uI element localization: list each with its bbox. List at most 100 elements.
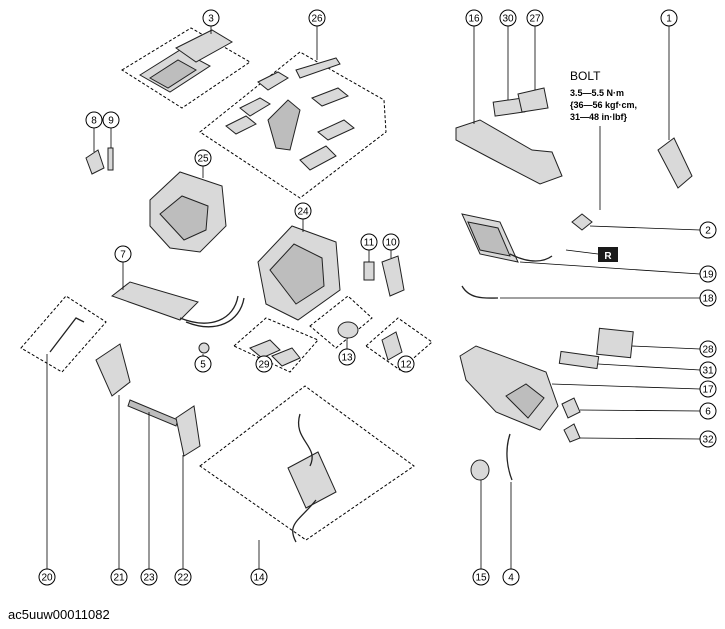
part-31 [558,350,600,370]
leader-lines [46,26,701,569]
callout-27: 27 [526,9,544,27]
callout-circle [360,233,378,251]
part-29a [249,339,281,359]
callout-number: 22 [177,573,189,584]
callout-circle [699,380,717,398]
callout-circle [699,430,717,448]
callout-2: 2 [699,221,717,239]
bolt-torque-spec: BOLT 3.5—5.5 N·m {36—56 kgf·cm, 31—48 in… [570,69,637,122]
callout-12: 12 [397,355,415,373]
seal-27-part [517,87,549,113]
callout-23: 23 [140,568,158,586]
callout-number: 10 [385,238,397,249]
case-25-part [149,171,227,253]
callout-number: 7 [120,250,126,261]
part-15 [470,459,490,481]
callout-number: 27 [529,14,541,25]
callout-24: 24 [294,202,312,220]
callout-number: 9 [108,116,114,127]
callout-number: 2 [705,226,711,237]
case-24-part [257,225,341,321]
callout-circle [85,111,103,129]
callout-circle [194,355,212,373]
callout-30: 30 [499,9,517,27]
group-box-motor [309,295,373,349]
callout-10: 10 [382,233,400,251]
group-box-duct-parts [233,317,319,373]
callout-number: 12 [400,360,412,371]
callout-7: 7 [114,245,132,263]
hose-4-part [506,433,513,481]
motor-13-part [337,321,359,339]
callout-circle [526,9,544,27]
callout-31: 31 [699,361,717,379]
heater-core-part [110,281,245,328]
part-2 [571,213,593,231]
link-9-part [107,147,114,171]
callout-circle [194,149,212,167]
callout-number: 13 [341,353,353,364]
callout-13: 13 [338,348,356,366]
callout-number: 32 [702,435,714,446]
spec-line-1: 3.5—5.5 N·m [570,88,624,98]
figure-id: ac5uuw00011082 [8,607,110,622]
callout-number: 14 [253,573,265,584]
callout-5: 5 [194,355,212,373]
callout-number: 8 [91,116,97,127]
parts [49,29,693,543]
callout-number: 30 [502,14,514,25]
callout-number: 25 [197,154,209,165]
part-5 [198,342,210,354]
callout-number: 26 [311,14,323,25]
callout-number: 4 [508,573,514,584]
evaporator-19-part [461,213,553,263]
callout-28: 28 [699,340,717,358]
part-21 [95,343,131,397]
callout-22: 22 [174,568,192,586]
callout-number: 28 [702,345,714,356]
callout-number: 5 [200,360,206,371]
callout-circle [338,348,356,366]
callout-circle [102,111,120,129]
callout-number: 31 [702,366,714,377]
callout-circle [38,568,56,586]
callout-number: 11 [364,238,375,249]
callout-number: 19 [702,270,714,281]
callout-number: 17 [702,385,714,396]
spec-title: BOLT [570,69,601,83]
callout-circle [699,361,717,379]
callout-circle [699,340,717,358]
reference-box [598,247,618,262]
reference-marker: R [598,247,618,262]
callout-number: 18 [702,294,714,305]
actuator-8-part [85,149,105,175]
callout-circle [255,355,273,373]
part-23 [127,399,179,427]
callout-number: 16 [468,14,480,25]
callout-circle [250,568,268,586]
group-box-doors [199,51,387,199]
callout-14: 14 [250,568,268,586]
callout-19: 19 [699,265,717,283]
callout-4: 4 [502,568,520,586]
callout-16: 16 [465,9,483,27]
callout-circle [174,568,192,586]
callout-circle [465,9,483,27]
part-29b [271,347,301,367]
group-boxes [20,27,433,541]
reference-label: R [604,251,612,262]
spec-line-2: {36—56 kgf·cm, [570,100,637,110]
callout-circle [499,9,517,27]
callout-6: 6 [699,402,717,420]
callout-circle [202,9,220,27]
callout-number: 24 [297,207,309,218]
callout-21: 21 [110,568,128,586]
callout-circle [472,568,490,586]
actuator-12-part [381,331,403,361]
callout-3: 3 [202,9,220,27]
case-17-part [459,345,559,431]
spec-line-3: 31—48 in·lbf} [570,112,628,122]
callout-circle [699,265,717,283]
callout-18: 18 [699,289,717,307]
